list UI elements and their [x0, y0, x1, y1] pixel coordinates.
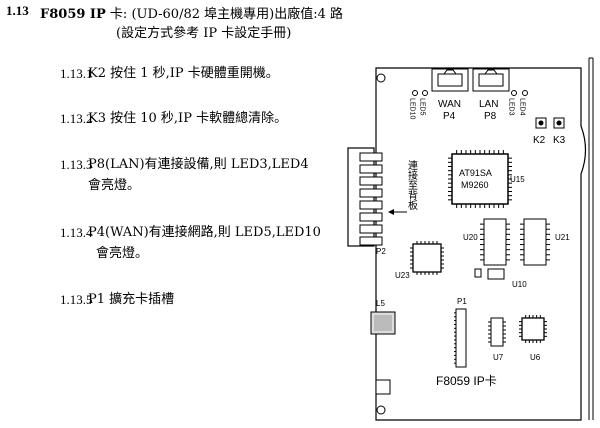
p2-label: P2: [376, 247, 386, 256]
board-diagram: 連接至背板 P2 LED10 LED5 WAN P4 LAN P8 LED3 L…: [347, 57, 594, 421]
led-icon: [412, 90, 418, 96]
mounting-hole: [376, 405, 386, 415]
u10-label: U10: [512, 280, 527, 289]
section-title: F8059 IP 卡: (UD-60/82 埠主機專用)出廠值:4 路: [40, 3, 343, 22]
connector-jack: [375, 379, 391, 395]
u23-label: U23: [395, 271, 410, 280]
led-icon: [522, 90, 528, 96]
chip-line2: M9260: [461, 180, 489, 190]
backplane-connector: [347, 147, 383, 247]
item-text-continued: 會亮燈。: [96, 246, 149, 261]
lan-port-p8: [472, 68, 510, 92]
chip-line1: AT91SA: [459, 168, 492, 178]
mounting-hole: [376, 73, 386, 83]
wan-label: WAN: [438, 99, 461, 110]
item-number: 1.13.5: [60, 292, 93, 307]
lan-label: LAN: [479, 99, 498, 110]
item-text: K2 按住 1 秒,IP 卡硬體重開機。: [88, 66, 279, 81]
item-text: P1 擴充卡插槽: [88, 292, 175, 307]
u20-label: U20: [463, 233, 478, 242]
item-number: 1.13.1: [60, 66, 93, 81]
l5-label: L5: [376, 299, 385, 308]
led3-label: LED3: [508, 98, 515, 116]
card-name: F8059 IP卡: [436, 374, 497, 388]
chip-u15: [448, 150, 512, 208]
backplane-label: 連接至背板: [406, 159, 418, 211]
chip-u23: [410, 241, 444, 275]
chip-u20: [480, 218, 510, 266]
k3-label: K3: [553, 135, 566, 146]
item-text: K3 按住 10 秒,IP 卡軟體總清除。: [88, 111, 288, 126]
p4-label: P4: [443, 111, 456, 122]
led-icon: [422, 90, 428, 96]
item-text-continued: 會亮燈。: [88, 178, 141, 193]
led-icon: [511, 90, 517, 96]
u21-label: U21: [555, 233, 570, 242]
chip-u6: [519, 315, 547, 343]
wan-port-p4: [431, 68, 469, 92]
expansion-slot-p1: [454, 308, 467, 368]
chip-u7: [488, 317, 506, 347]
led5-label: LED5: [419, 98, 426, 116]
section-title-rest: 卡: (UD-60/82 埠主機專用)出廠值:4 路: [105, 7, 343, 22]
k2-button-icon: [535, 117, 547, 129]
k3-button-icon: [553, 117, 565, 129]
section-subtitle: (設定方式參考 IP 卡設定手冊): [116, 26, 292, 41]
chip-u21: [520, 218, 550, 266]
item-number: 1.13.4: [60, 225, 93, 240]
u7-label: U7: [493, 353, 504, 362]
item-text: P8(LAN)有連接設備,則 LED3,LED4: [88, 157, 309, 172]
u6-label: U6: [530, 353, 541, 362]
item-number: 1.13.3: [60, 157, 93, 172]
led10-label: LED10: [409, 98, 416, 120]
inductor-l5: [370, 311, 396, 335]
chip-u10: [474, 268, 505, 280]
u15-label: U15: [510, 175, 525, 184]
p1-label: P1: [457, 297, 467, 306]
item-text: P4(WAN)有連接網路,則 LED5,LED10: [88, 225, 321, 240]
p8-label: P8: [484, 111, 497, 122]
section-number: 1.13: [6, 3, 29, 18]
led4-label: LED4: [519, 98, 526, 116]
item-number: 1.13.2: [60, 111, 93, 126]
k2-label: K2: [533, 135, 546, 146]
card-model: F8059 IP: [40, 7, 106, 22]
